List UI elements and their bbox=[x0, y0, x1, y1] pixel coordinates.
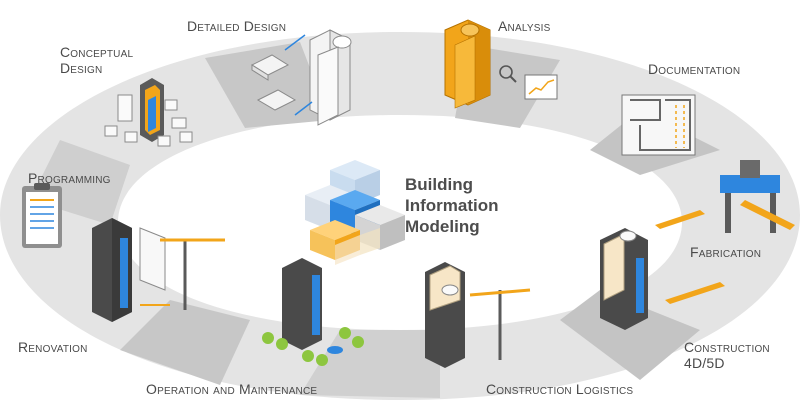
stage-label-documentation: Documentation bbox=[648, 61, 741, 77]
stage-label-analysis: Analysis bbox=[498, 18, 551, 34]
stage-label-conceptual-line2: Design bbox=[60, 60, 103, 76]
stage-label-construction: Construction 4D/5D bbox=[684, 339, 770, 371]
construction-building-icon bbox=[600, 228, 648, 330]
stage-label-conceptual-line1: Conceptual bbox=[60, 44, 134, 60]
analysis-building-icon bbox=[444, 19, 558, 109]
building-sketch-icon bbox=[250, 29, 352, 126]
bim-title: Building Information Modeling bbox=[405, 174, 499, 237]
fabrication-machine-icon bbox=[655, 160, 795, 304]
massing-model-icon bbox=[104, 78, 193, 147]
bim-cube-logo-icon bbox=[305, 160, 405, 265]
floor-plan-icon bbox=[621, 94, 696, 156]
bim-title-line2: Information bbox=[405, 196, 499, 215]
stage-label-construction-line2: 4D/5D bbox=[684, 355, 725, 371]
bim-title-line3: Modeling bbox=[405, 217, 480, 236]
stage-label-renovation: Renovation bbox=[18, 339, 88, 355]
stage-label-operation-maintenance: Operation and Maintenance bbox=[146, 381, 318, 397]
stage-label-fabrication: Fabrication bbox=[690, 244, 762, 260]
logistics-crane-icon bbox=[425, 262, 531, 368]
bim-title-line1: Building bbox=[405, 175, 473, 194]
stage-label-detailed-design: Detailed Design bbox=[187, 18, 287, 34]
stage-label-construction-line1: Construction bbox=[684, 339, 770, 355]
park-building-icon bbox=[262, 258, 364, 366]
crane-building-icon bbox=[92, 218, 225, 322]
stage-label-conceptual-design: Conceptual Design bbox=[60, 44, 133, 76]
stage-label-programming: Programming bbox=[28, 170, 111, 186]
clipboard-icon bbox=[22, 183, 62, 248]
stage-label-construction-logistics: Construction Logistics bbox=[486, 381, 634, 397]
